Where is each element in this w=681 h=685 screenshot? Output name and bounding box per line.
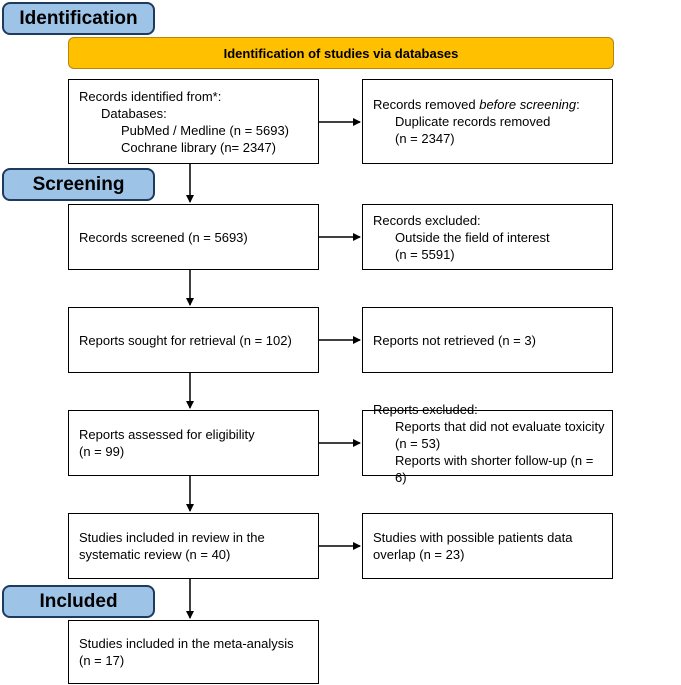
- box-records-screened: Records screened (n = 5693): [68, 204, 319, 270]
- reports-assessed-line2: (n = 99): [79, 444, 125, 459]
- studies-overlap-line1: Studies with possible patients data: [373, 530, 573, 545]
- records-removed-line2: Duplicate records removed: [395, 114, 551, 129]
- records-excluded-line2: Outside the field of interest: [395, 229, 550, 245]
- box-studies-overlap: Studies with possible patients data over…: [362, 513, 613, 579]
- box-reports-not-retrieved: Reports not retrieved (n = 3): [362, 307, 613, 373]
- reports-assessed-line1: Reports assessed for eligibility: [79, 427, 255, 442]
- studies-review-line1: Studies included in review in the: [79, 530, 265, 545]
- box-studies-review: Studies included in review in the system…: [68, 513, 319, 579]
- records-identified-databases: Databases:: [101, 105, 167, 121]
- box-reports-excluded: Reports excluded: Reports that did not e…: [362, 402, 613, 485]
- box-studies-meta: Studies included in the meta-analysis (n…: [68, 620, 319, 684]
- reports-excluded-line2: Reports that did not evaluate toxicity (…: [395, 418, 605, 451]
- records-screened-label: Records screened (n = 5693): [79, 229, 248, 245]
- records-identified-cochrane: Cochrane library (n= 2347): [121, 139, 276, 155]
- phase-identification: Identification: [2, 2, 155, 35]
- studies-review-line2: systematic review (n = 40): [79, 547, 231, 562]
- records-identified-line1: Records identified from*:: [79, 88, 222, 104]
- records-removed-line3: (n = 2347): [395, 131, 455, 146]
- box-reports-sought: Reports sought for retrieval (n = 102): [68, 307, 319, 373]
- box-records-excluded: Records excluded: Outside the field of i…: [362, 204, 613, 270]
- phase-screening: Screening: [2, 168, 155, 201]
- reports-excluded-line1: Reports excluded:: [373, 401, 478, 417]
- box-records-removed: Records removed before screening: Duplic…: [362, 79, 613, 164]
- studies-meta-line1: Studies included in the meta-analysis: [79, 636, 294, 651]
- records-excluded-line3: (n = 5591): [395, 246, 455, 262]
- banner-identification-databases: Identification of studies via databases: [68, 37, 614, 69]
- reports-excluded-line3: Reports with shorter follow-up (n = 6): [395, 452, 594, 485]
- reports-sought-label: Reports sought for retrieval (n = 102): [79, 332, 292, 348]
- reports-not-retrieved-label: Reports not retrieved (n = 3): [373, 332, 536, 348]
- records-excluded-line1: Records excluded:: [373, 212, 481, 228]
- records-identified-pubmed: PubMed / Medline (n = 5693): [121, 122, 290, 138]
- studies-overlap-line2: overlap (n = 23): [373, 547, 465, 562]
- box-records-identified: Records identified from*: Databases: Pub…: [68, 79, 319, 164]
- box-reports-assessed: Reports assessed for eligibility (n = 99…: [68, 410, 319, 476]
- studies-meta-line2: (n = 17): [79, 653, 125, 668]
- phase-included: Included: [2, 585, 155, 618]
- records-removed-line1: Records removed before screening:: [373, 97, 580, 112]
